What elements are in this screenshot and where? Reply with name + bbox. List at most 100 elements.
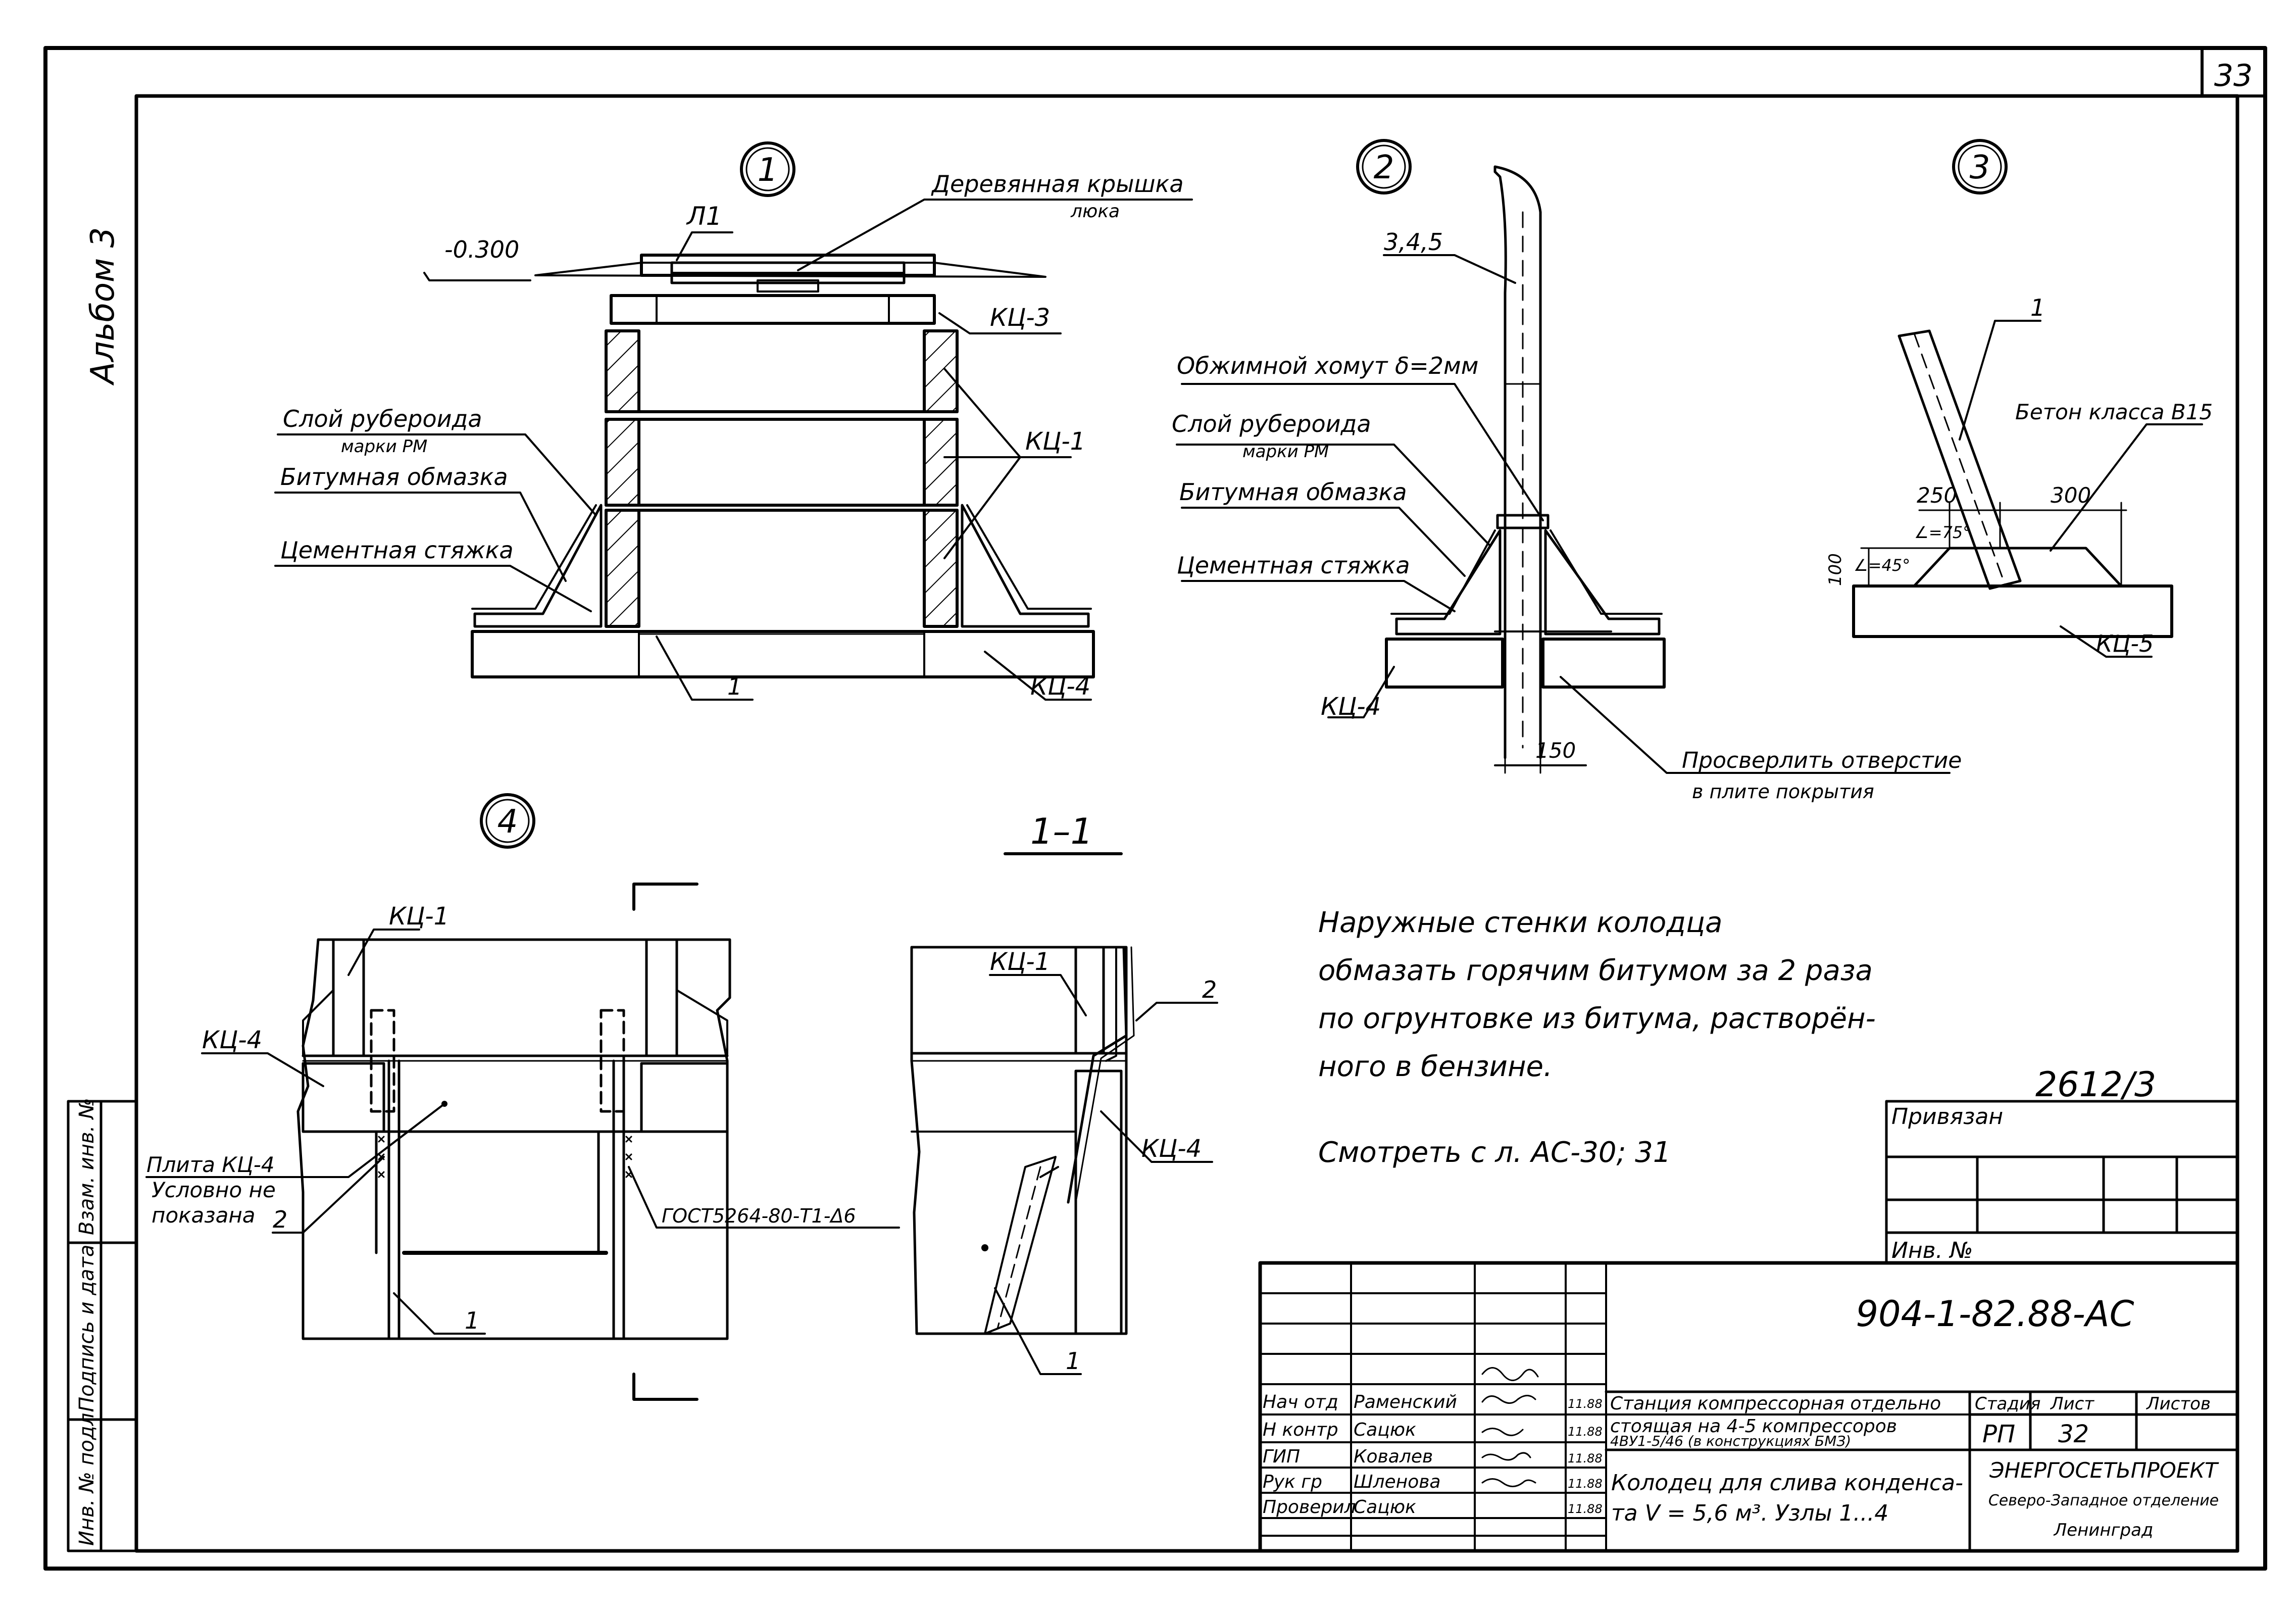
node-2: 2 3,4,5 Обжимной хомут bbox=[1172, 139, 1962, 803]
note-line-2: обмазать горячим битумом за 2 раза bbox=[1318, 954, 1873, 987]
org-1: ЭНЕРГОСЕТЬПРОЕКТ bbox=[1989, 1458, 2219, 1483]
role-2: Н контр bbox=[1263, 1420, 1338, 1440]
note-line-1: Наружные стенки колодца bbox=[1318, 906, 1722, 939]
node-1-ruberoid: Слой рубероида bbox=[283, 405, 482, 432]
node-1: 1 bbox=[274, 141, 1193, 701]
role-4-date: 11.88 bbox=[1568, 1477, 1603, 1491]
org-3: Ленинград bbox=[2053, 1520, 2154, 1540]
node-1-cover2: люка bbox=[1070, 201, 1120, 222]
role-4: Рук гр bbox=[1263, 1472, 1322, 1492]
node-1-pos1: 1 bbox=[727, 673, 742, 700]
node-1-marker: 1 bbox=[758, 152, 778, 189]
section-kc1: КЦ-1 bbox=[990, 948, 1050, 976]
node-3: 3 1 Бетон класса В15 250 300 ∠=75° ∠=45°… bbox=[1825, 139, 2213, 658]
node-2-kc4: КЦ-4 bbox=[1321, 693, 1381, 721]
node-1-cover: Деревянная крышка bbox=[931, 170, 1184, 198]
node-1-level: -0.300 bbox=[444, 236, 519, 263]
node-3-dim300: 300 bbox=[2051, 483, 2091, 508]
role-5-date: 11.88 bbox=[1568, 1502, 1603, 1516]
role-3: ГИП bbox=[1263, 1446, 1300, 1467]
role-2-date: 11.88 bbox=[1568, 1425, 1603, 1439]
section-1-1: 1–1 КЦ-1 2 КЦ-4 1 bbox=[910, 811, 1218, 1375]
role-3-date: 11.88 bbox=[1568, 1451, 1603, 1466]
node-1-l1: Л1 bbox=[686, 202, 722, 231]
node-1-kc3: КЦ-3 bbox=[990, 304, 1050, 332]
node-3-concrete: Бетон класса В15 bbox=[2015, 400, 2213, 424]
section-pos2: 2 bbox=[1202, 976, 1217, 1003]
node-4-kc4: КЦ-4 bbox=[202, 1026, 262, 1054]
node-1-ruberoid2: марки РМ bbox=[341, 436, 427, 457]
node-3-marker: 3 bbox=[1970, 149, 1990, 186]
role-3-name: Ковалев bbox=[1354, 1446, 1433, 1467]
section-pos1: 1 bbox=[1066, 1347, 1080, 1375]
node-2-drill2: в плите покрытия bbox=[1692, 780, 1874, 803]
node-2-clamp: Обжимной хомут δ=2мм bbox=[1177, 352, 1478, 379]
role-4-name: Шленова bbox=[1354, 1472, 1441, 1492]
role-2-name: Сацюк bbox=[1354, 1420, 1416, 1440]
org-2: Северо-Западное отделение bbox=[1988, 1492, 2219, 1509]
notes: Наружные стенки колодца обмазать горячим… bbox=[1318, 906, 2156, 1169]
sheet-value: 32 bbox=[2058, 1420, 2089, 1448]
drawing-title-2: та V = 5,6 м³. Узлы 1...4 bbox=[1611, 1500, 1888, 1526]
node-4-plate3: показана bbox=[152, 1203, 256, 1228]
node-4-plate2: Условно не bbox=[152, 1178, 276, 1202]
node-3-dim250: 250 bbox=[1917, 483, 1957, 508]
note-see: Смотреть с л. АС-30; 31 bbox=[1318, 1136, 1671, 1169]
section-title: 1–1 bbox=[1030, 811, 1093, 852]
stage-header: Стадия bbox=[1975, 1394, 2040, 1414]
project-title-1: Станция компрессорная отдельно bbox=[1610, 1393, 1941, 1414]
node-4-pos2: 2 bbox=[273, 1206, 287, 1233]
drawing-title-1: Колодец для слива конденса- bbox=[1611, 1470, 1963, 1496]
node-3-pos1: 1 bbox=[2030, 294, 2045, 321]
side-stamp-replace: Взам. инв. № bbox=[75, 1098, 98, 1235]
node-2-cement: Цементная стяжка bbox=[1177, 552, 1410, 579]
node-4: 4 bbox=[145, 793, 900, 1401]
node-1-kc1: КЦ-1 bbox=[1025, 427, 1085, 456]
node-3-kc5: КЦ-5 bbox=[2096, 630, 2154, 657]
stage-value: РП bbox=[1982, 1420, 2015, 1448]
node-2-ruberoid: Слой рубероида bbox=[1172, 410, 1371, 437]
node-1-bitumen: Битумная обмазка bbox=[280, 463, 508, 491]
binding-table bbox=[1885, 1100, 2239, 1264]
role-1: Нач отд bbox=[1263, 1392, 1338, 1412]
project-title-2: стоящая на 4-5 компрессоров bbox=[1610, 1416, 1897, 1437]
node-4-marker: 4 bbox=[497, 803, 518, 841]
title-code: 904-1-82.88-АС bbox=[1856, 1293, 2134, 1335]
note-line-4: ного в бензине. bbox=[1318, 1050, 1553, 1083]
sheet-number: 33 bbox=[2214, 58, 2253, 93]
node-4-plate: Плита КЦ-4 bbox=[146, 1152, 275, 1177]
role-1-name: Раменский bbox=[1354, 1392, 1457, 1412]
node-1-kc4: КЦ-4 bbox=[1030, 672, 1090, 701]
role-1-date: 11.88 bbox=[1568, 1397, 1603, 1411]
binding-title: Привязан bbox=[1891, 1104, 2003, 1130]
sheet-header: Лист bbox=[2050, 1394, 2094, 1414]
node-3-dim100: 100 bbox=[1825, 553, 1845, 586]
note-number: 2612/3 bbox=[2035, 1065, 2156, 1105]
node-2-pos345: 3,4,5 bbox=[1384, 228, 1443, 256]
node-3-angle75: ∠=75° bbox=[1914, 523, 1971, 542]
node-4-kc1: КЦ-1 bbox=[389, 902, 449, 931]
node-3-angle45: ∠=45° bbox=[1854, 556, 1910, 575]
role-5: Проверил bbox=[1263, 1497, 1356, 1518]
side-stamp-sign: Подпись и дата bbox=[75, 1245, 98, 1412]
note-line-3: по огрунтовке из битума, растворён- bbox=[1318, 1002, 1876, 1035]
node-2-dim150: 150 bbox=[1535, 738, 1576, 763]
binding-inv: Инв. № bbox=[1891, 1238, 1973, 1263]
node-2-marker: 2 bbox=[1374, 149, 1394, 186]
node-2-drill: Просверлить отверстие bbox=[1682, 748, 1962, 773]
album-label: Альбом 3 bbox=[84, 227, 122, 386]
node-2-bitumen: Битумная обмазка bbox=[1179, 478, 1407, 506]
side-stamp bbox=[67, 1100, 138, 1552]
project-title-3: 4ВУ1-5/46 (в конструкциях БМЗ) bbox=[1610, 1433, 1851, 1449]
sheet-frame bbox=[43, 46, 2267, 1571]
role-5-name: Сацюк bbox=[1354, 1497, 1416, 1518]
node-2-ruberoid2: марки РМ bbox=[1242, 442, 1329, 462]
side-stamp-inv: Инв. № подл. bbox=[75, 1406, 98, 1546]
node-4-pos1: 1 bbox=[465, 1307, 479, 1334]
title-block bbox=[1258, 1261, 2239, 1553]
section-kc4: КЦ-4 bbox=[1141, 1135, 1202, 1163]
sheets-header: Листов bbox=[2145, 1394, 2211, 1414]
node-4-gost: ГОСТ5264-80-Т1-Δ6 bbox=[662, 1205, 856, 1227]
node-1-cement: Цементная стяжка bbox=[280, 536, 514, 564]
